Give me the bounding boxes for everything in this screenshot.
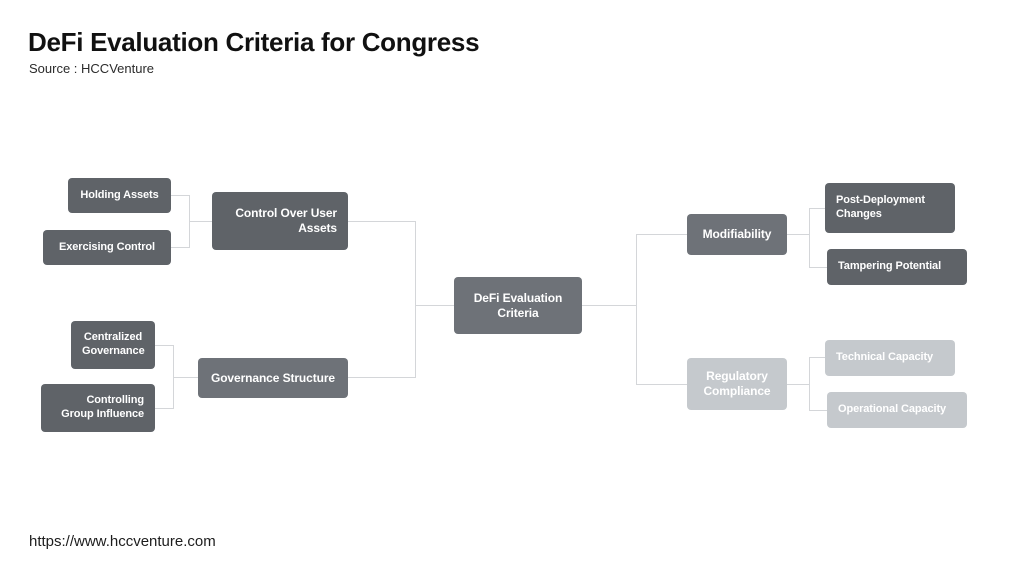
- connector-modifiability-to-spine: [787, 234, 809, 235]
- connector-regulatory-to-spine: [787, 384, 809, 385]
- connector-post-deployment-changes: [809, 208, 825, 209]
- node-post-deployment-changes-label: Post-Deployment Changes: [836, 194, 925, 220]
- connector-spine-regulatory-children: [809, 357, 810, 410]
- node-centralized-governance[interactable]: Centralized Governance: [71, 321, 155, 369]
- node-modifiability[interactable]: Modifiability: [687, 214, 787, 255]
- node-tampering-potential[interactable]: Tampering Potential: [827, 249, 967, 285]
- connector-spine-right-root: [636, 234, 637, 384]
- connector-technical-capacity: [809, 357, 825, 358]
- connector-governance-to-spine: [348, 377, 415, 378]
- connector-to-governance-structure: [173, 377, 198, 378]
- node-root-label: DeFi Evaluation Criteria: [473, 290, 563, 320]
- node-regulatory-compliance-label: Regulatory Compliance: [703, 369, 771, 398]
- node-post-deployment-changes[interactable]: Post-Deployment Changes: [825, 183, 955, 233]
- page-title: DeFi Evaluation Criteria for Congress: [28, 27, 480, 57]
- node-technical-capacity[interactable]: Technical Capacity: [825, 340, 955, 376]
- node-exercising-control[interactable]: Exercising Control: [43, 230, 171, 265]
- node-defi-evaluation-criteria-root[interactable]: DeFi Evaluation Criteria: [454, 277, 582, 334]
- source-label: Source : HCCVenture: [29, 61, 155, 76]
- connector-to-modifiability: [636, 234, 687, 235]
- node-governance-structure-label: Governance Structure: [210, 370, 336, 385]
- node-controlling-group-influence-label: Controlling Group Influence: [61, 394, 144, 420]
- node-control-over-user-assets-label: Control Over User Assets: [235, 206, 337, 235]
- node-centralized-governance-label: Centralized Governance: [82, 331, 145, 357]
- connector-centralized-governance: [155, 345, 173, 346]
- connector-operational-capacity: [809, 410, 827, 411]
- connector-spine-modifiability-children: [809, 208, 810, 267]
- node-exercising-control-label: Exercising Control: [59, 240, 155, 253]
- connector-spine-left-root: [415, 221, 416, 378]
- node-holding-assets[interactable]: Holding Assets: [68, 178, 171, 213]
- footer-url[interactable]: https://www.hccventure.com: [29, 533, 216, 550]
- connector-to-control-over-user-assets: [189, 221, 212, 222]
- node-control-over-user-assets[interactable]: Control Over User Assets: [212, 192, 348, 250]
- connector-tampering-potential: [809, 267, 827, 268]
- node-operational-capacity-label: Operational Capacity: [838, 403, 947, 416]
- node-modifiability-label: Modifiability: [702, 227, 772, 241]
- connector-left-spine-to-root: [415, 305, 454, 306]
- node-tampering-potential-label: Tampering Potential: [838, 260, 942, 273]
- connector-controlling-group-influence: [155, 408, 173, 409]
- connector-to-regulatory-compliance: [636, 384, 687, 385]
- connector-root-to-right-spine: [582, 305, 636, 306]
- connector-holding-assets: [171, 195, 189, 196]
- connector-control-to-spine: [348, 221, 415, 222]
- connector-exercising-control: [171, 247, 189, 248]
- node-regulatory-compliance[interactable]: Regulatory Compliance: [687, 358, 787, 410]
- node-holding-assets-label: Holding Assets: [80, 188, 159, 201]
- node-governance-structure[interactable]: Governance Structure: [198, 358, 348, 398]
- node-controlling-group-influence[interactable]: Controlling Group Influence: [41, 384, 155, 432]
- node-technical-capacity-label: Technical Capacity: [836, 351, 934, 364]
- node-operational-capacity[interactable]: Operational Capacity: [827, 392, 967, 428]
